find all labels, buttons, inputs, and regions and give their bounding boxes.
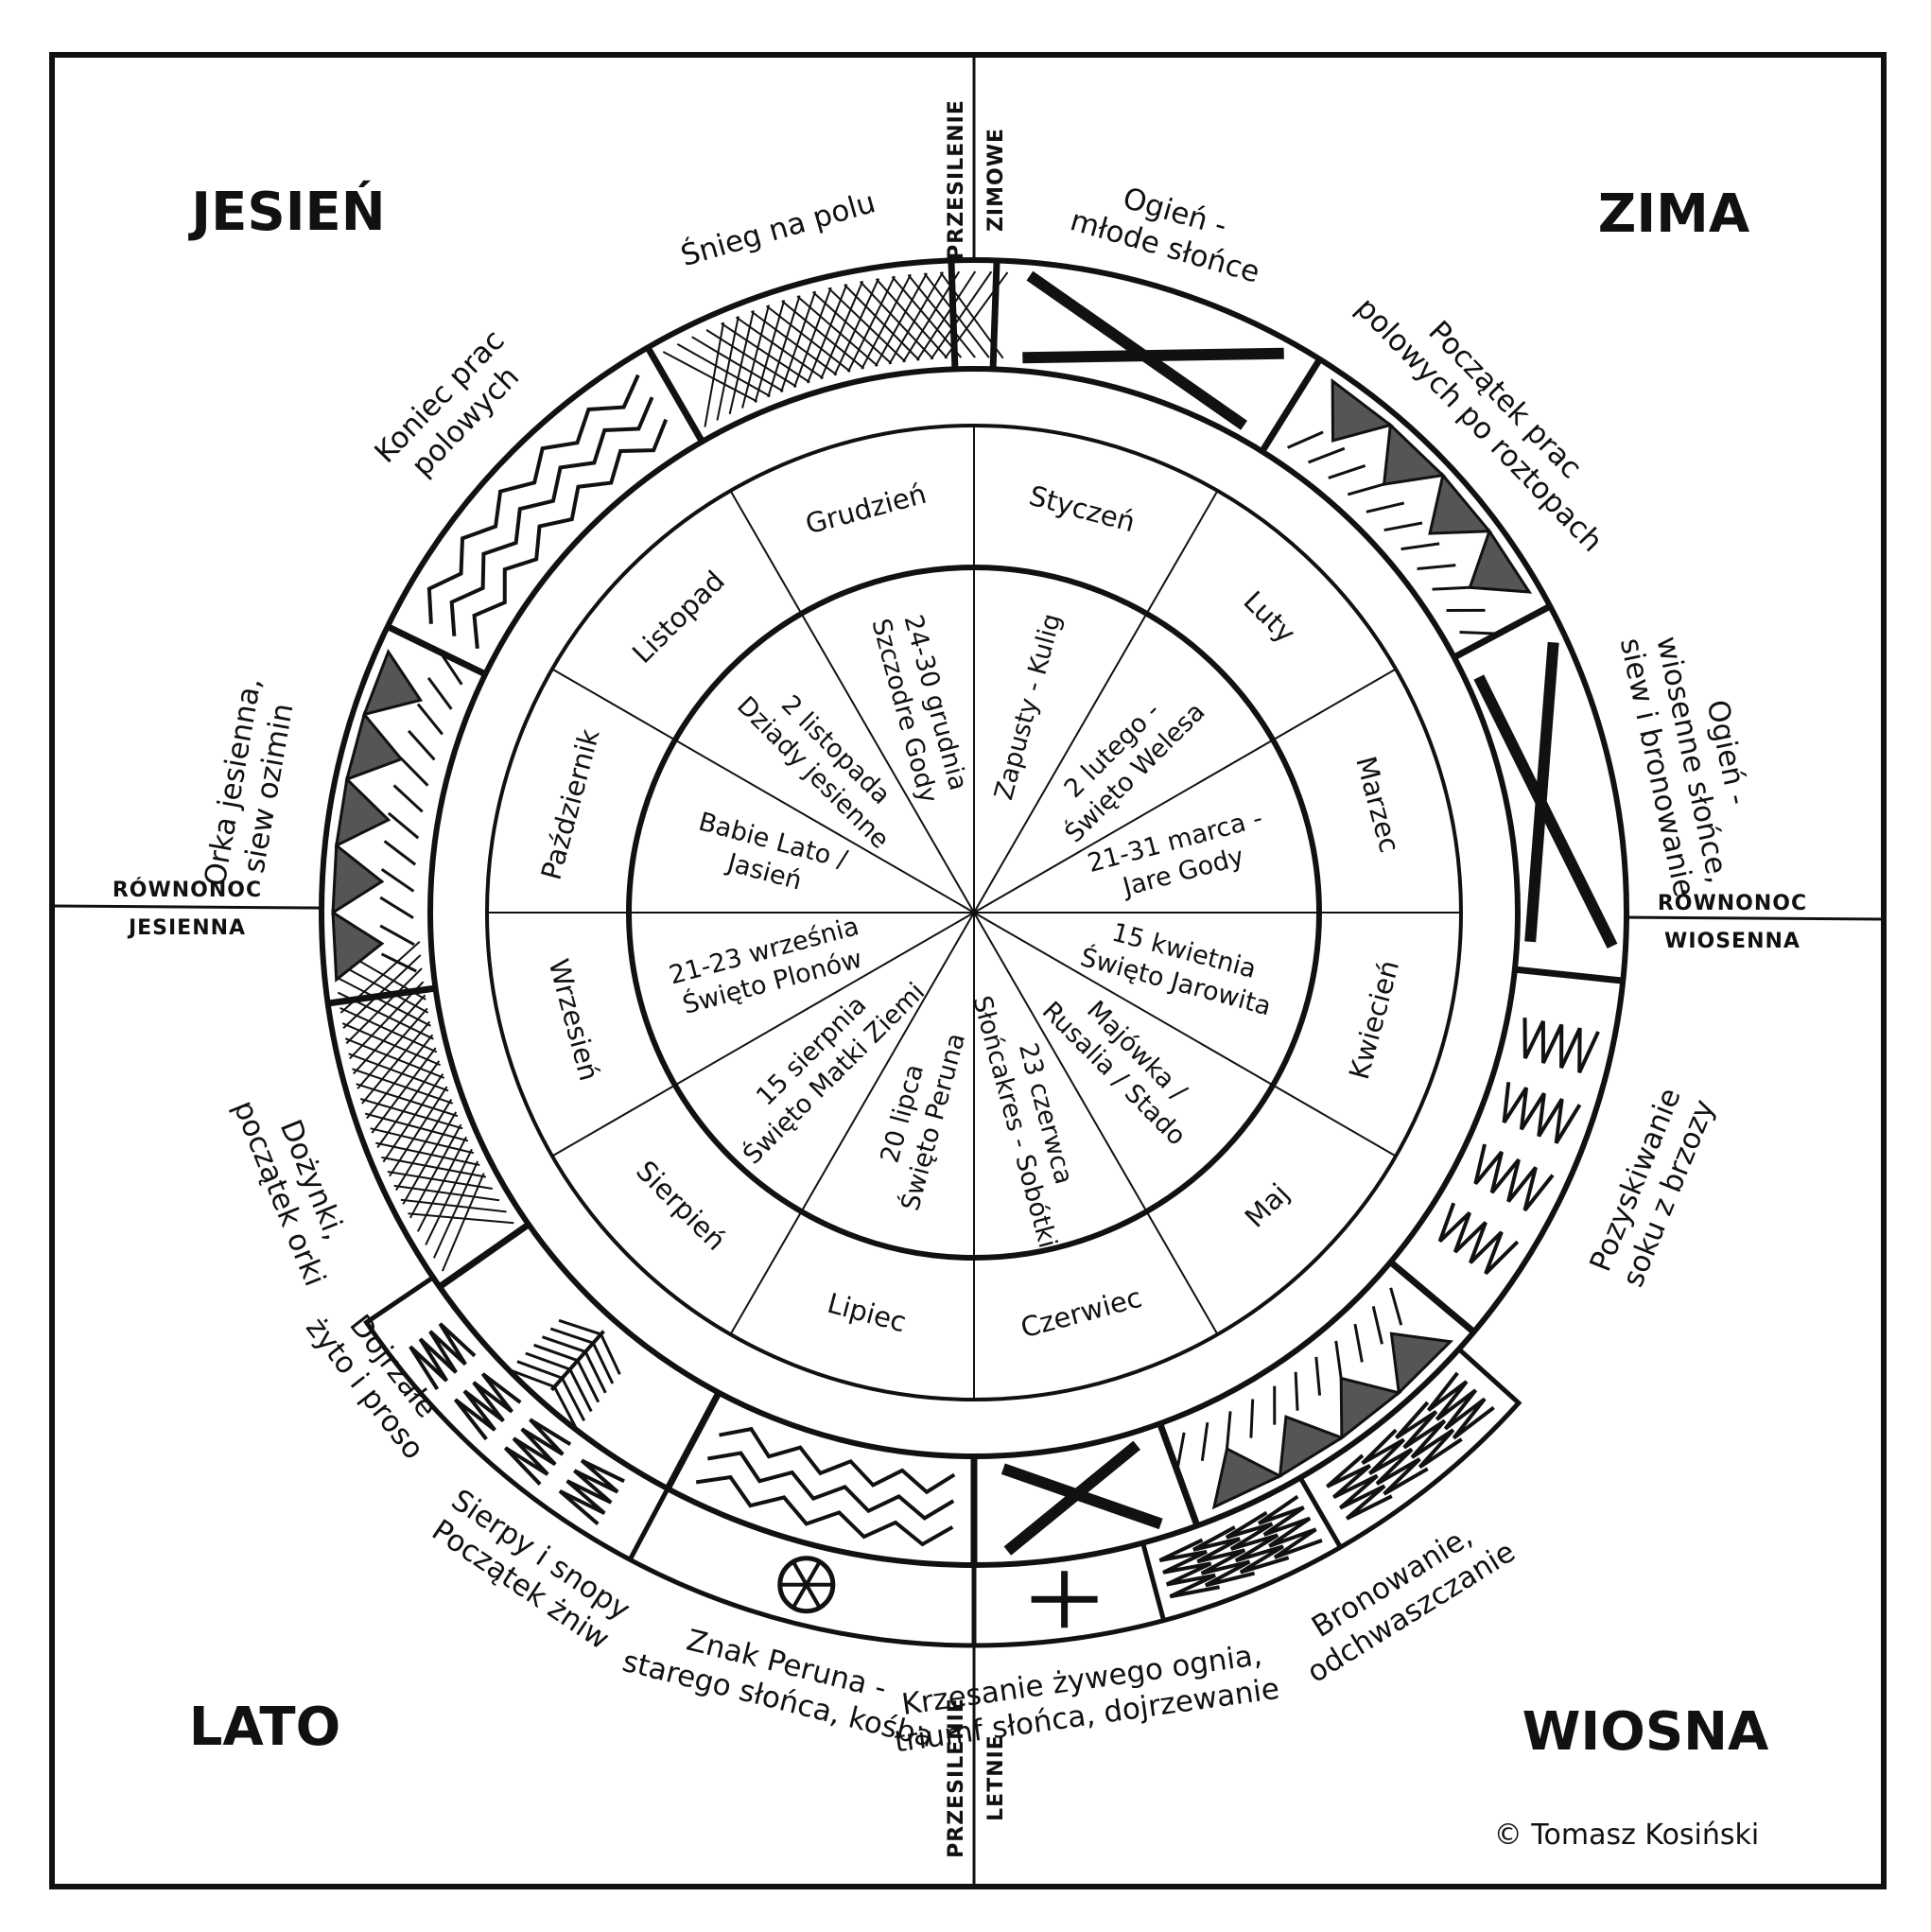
copyright-note: © Tomasz Kosiński <box>1494 1819 1760 1852</box>
ornament-triangles <box>331 648 463 983</box>
season-title-autumn: JESIEŃ <box>187 181 385 243</box>
month-spoke <box>973 490 1219 914</box>
spring-equinox-label-2: WIOSENNA <box>1664 930 1801 953</box>
band-divider <box>1157 1422 1201 1527</box>
month-spoke <box>729 912 975 1335</box>
ornament-waves <box>1437 1018 1600 1276</box>
band-divider <box>1453 602 1552 661</box>
ornament-sign <box>1031 1571 1098 1628</box>
ornament-zigzag <box>695 1426 956 1547</box>
tab-divider <box>1297 1476 1343 1549</box>
winter-solstice-label-1: PRZESILENIE <box>945 99 968 260</box>
month-spoke <box>973 668 1397 914</box>
autumn-equinox-label-2: JESIENNA <box>127 916 246 940</box>
season-title-summer: LATO <box>189 1697 340 1758</box>
band-divider <box>948 260 959 370</box>
band-divider <box>386 623 487 678</box>
band-divider <box>1514 966 1624 984</box>
band-divider <box>1259 357 1323 454</box>
summer-solstice-label-2: LETNIE <box>984 1734 1008 1821</box>
ornament-waves <box>1326 1371 1495 1521</box>
summer-solstice-label-1: PRZESILENIE <box>945 1697 968 1858</box>
ornament-waves <box>1158 1494 1323 1599</box>
ornament-triangles <box>1286 377 1533 635</box>
ornament-hatch <box>662 270 1009 427</box>
ornament-cross <box>1000 1440 1163 1556</box>
ornament-cross <box>1022 270 1284 430</box>
ornament-triangles <box>1175 1287 1454 1510</box>
month-spoke <box>551 668 975 914</box>
winter-solstice-label-2: ZIMOWE <box>984 128 1008 232</box>
band-divider <box>644 345 705 444</box>
band-divider <box>437 1221 531 1290</box>
outer-frame <box>49 52 1887 1889</box>
month-spoke <box>729 490 975 914</box>
spring-equinox-label-1: RÓWNONOC <box>1658 891 1807 915</box>
tab-divider <box>627 1488 670 1561</box>
band-divider <box>664 1391 722 1490</box>
band-divider <box>989 260 1000 370</box>
ornament-patterns <box>331 270 1618 1628</box>
autumn-equinox-label-1: RÓWNONOC <box>113 878 262 902</box>
ornament-wheel <box>777 1556 836 1614</box>
month-spoke <box>551 912 975 1157</box>
tab-divider <box>1140 1541 1166 1622</box>
ornament-waves <box>409 1322 625 1525</box>
ornament-fern <box>508 1318 621 1431</box>
season-title-winter: ZIMA <box>1598 183 1750 245</box>
month-spoke <box>973 912 1219 1335</box>
ornament-cross <box>1473 641 1618 949</box>
ornament-zigzag <box>426 374 669 649</box>
month-spoke <box>973 912 1397 1157</box>
season-title-spring: WIOSNA <box>1522 1701 1769 1763</box>
band-divider <box>1388 1259 1476 1335</box>
ornament-hatch <box>333 940 514 1272</box>
activity-label: Śnieg na polu <box>677 184 879 273</box>
band-divider <box>327 984 437 1007</box>
calendar-rings <box>319 257 1629 1648</box>
